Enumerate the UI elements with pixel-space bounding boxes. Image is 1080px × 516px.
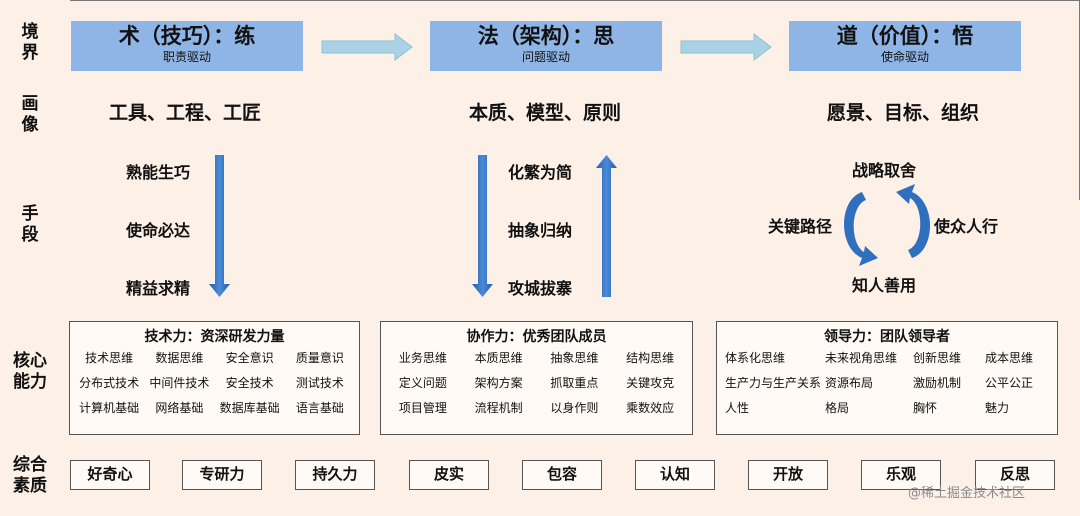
- core-box-collab: 协作力：优秀团队成员 业务思维 本质思维 抽象思维 结构思维 定义问题 架构方案…: [380, 321, 693, 435]
- cycle-arrow-icon: [896, 184, 930, 258]
- core-item: 质量意识: [295, 351, 344, 365]
- core-item: 计算机基础: [79, 401, 140, 415]
- core-item: 以身作则: [550, 401, 599, 415]
- row-label-core: 核心 能力: [13, 351, 47, 392]
- portrait-text: 工具、工程、工匠: [108, 102, 261, 124]
- quality-box: 好奇心: [70, 460, 150, 490]
- core-item: 分布式技术: [79, 376, 140, 390]
- means-item: 化繁为简: [508, 163, 573, 182]
- watermark: @稀土掘金技术社区: [908, 486, 1026, 501]
- means-item: 攻城拔寨: [508, 279, 573, 298]
- realm-title: 术（技巧）：练: [118, 24, 256, 48]
- core-item: 数据库基础: [219, 401, 280, 415]
- core-item: 结构思维: [626, 351, 675, 365]
- quality-box: 认知: [635, 460, 715, 490]
- core-item: 数据思维: [155, 351, 204, 365]
- means-item: 熟能生巧: [126, 163, 191, 182]
- core-box-title: 技术力：资深研发力量: [144, 329, 285, 345]
- right-arrow-icon: [321, 32, 413, 62]
- core-item: 生产力与生产关系: [725, 376, 822, 390]
- core-item: 中间件技术: [149, 376, 210, 390]
- core-box-leadership: 领导力：团队领导者 体系化思维 未来视角思维 创新思维 成本思维 生产力与生产关…: [716, 321, 1058, 435]
- row-label-portrait: 画 像: [21, 94, 39, 135]
- right-arrow-icon: [680, 32, 772, 62]
- core-item: 体系化思维: [725, 351, 786, 365]
- means-item: 使命必达: [126, 221, 191, 240]
- realm-box-technique: 术（技巧）：练 职责驱动: [71, 21, 303, 71]
- quality-box: 反思: [975, 460, 1055, 490]
- core-item: 成本思维: [985, 351, 1034, 365]
- core-item: 未来视角思维: [825, 351, 898, 365]
- quality-box: 皮实: [409, 460, 489, 490]
- core-item: 安全意识: [225, 351, 274, 365]
- realm-subtitle: 使命驱动: [880, 50, 929, 64]
- core-item: 流程机制: [474, 401, 523, 415]
- core-item: 人性: [725, 401, 750, 415]
- realm-title: 法（架构）：思: [477, 24, 615, 48]
- core-item: 激励机制: [913, 376, 962, 390]
- quality-box: 乐观: [861, 460, 941, 490]
- frame-top-line: [70, 0, 1080, 1]
- core-item: 格局: [825, 401, 850, 415]
- realm-box-dao: 道（价值）：悟 使命驱动: [789, 21, 1021, 71]
- core-box-title: 协作力：优秀团队成员: [466, 329, 607, 345]
- realm-title: 道（价值）：悟: [836, 24, 974, 48]
- row-label-means: 手 段: [21, 204, 39, 245]
- core-item: 创新思维: [913, 351, 962, 365]
- core-item: 本质思维: [474, 351, 523, 365]
- up-arrow-icon: [596, 155, 617, 297]
- core-item: 安全技术: [225, 376, 274, 390]
- core-item: 公平公正: [985, 376, 1034, 390]
- core-item: 项目管理: [398, 401, 447, 415]
- core-item: 业务思维: [398, 351, 447, 365]
- down-arrow-icon: [209, 155, 230, 297]
- core-item: 网络基础: [155, 401, 204, 415]
- realm-subtitle: 问题驱动: [521, 50, 570, 64]
- core-item: 魅力: [985, 401, 1010, 415]
- realm-box-method: 法（架构）：思 问题驱动: [430, 21, 662, 71]
- cycle-label-top: 战略取舍: [852, 161, 917, 180]
- core-box-title: 领导力：团队领导者: [824, 329, 950, 345]
- cycle-label-bottom: 知人善用: [852, 276, 917, 295]
- row-label-quality: 综合 素质: [13, 455, 47, 496]
- portrait-text: 本质、模型、原则: [468, 102, 621, 124]
- core-box-tech: 技术力：资深研发力量 技术思维 数据思维 安全意识 质量意识 分布式技术 中间件…: [69, 321, 360, 435]
- realm-subtitle: 职责驱动: [162, 50, 211, 64]
- row-label-realm: 境 界: [21, 22, 39, 63]
- means-item: 抽象归纳: [508, 221, 573, 240]
- core-item: 资源布局: [825, 376, 874, 390]
- quality-box: 持久力: [295, 460, 375, 490]
- cycle-arrow-icon: [844, 192, 878, 266]
- means-item: 精益求精: [126, 279, 191, 298]
- quality-box: 包容: [522, 460, 602, 490]
- core-item: 架构方案: [474, 376, 523, 390]
- quality-box: 开放: [748, 460, 828, 490]
- core-item: 定义问题: [398, 376, 447, 390]
- core-item: 抽象思维: [550, 351, 599, 365]
- core-item: 乘数效应: [626, 401, 675, 415]
- core-item: 技术思维: [85, 351, 134, 365]
- portrait-text: 愿景、目标、组织: [826, 102, 979, 124]
- core-item: 语言基础: [295, 401, 344, 415]
- core-item: 关键攻克: [626, 376, 675, 390]
- cycle-label-left: 关键路径: [768, 217, 833, 236]
- cycle-label-right: 使众人行: [934, 217, 999, 236]
- core-item: 抓取重点: [550, 376, 599, 390]
- core-item: 胸怀: [913, 401, 938, 415]
- quality-box: 专研力: [182, 460, 262, 490]
- down-arrow-icon: [472, 155, 493, 297]
- core-item: 测试技术: [295, 376, 344, 390]
